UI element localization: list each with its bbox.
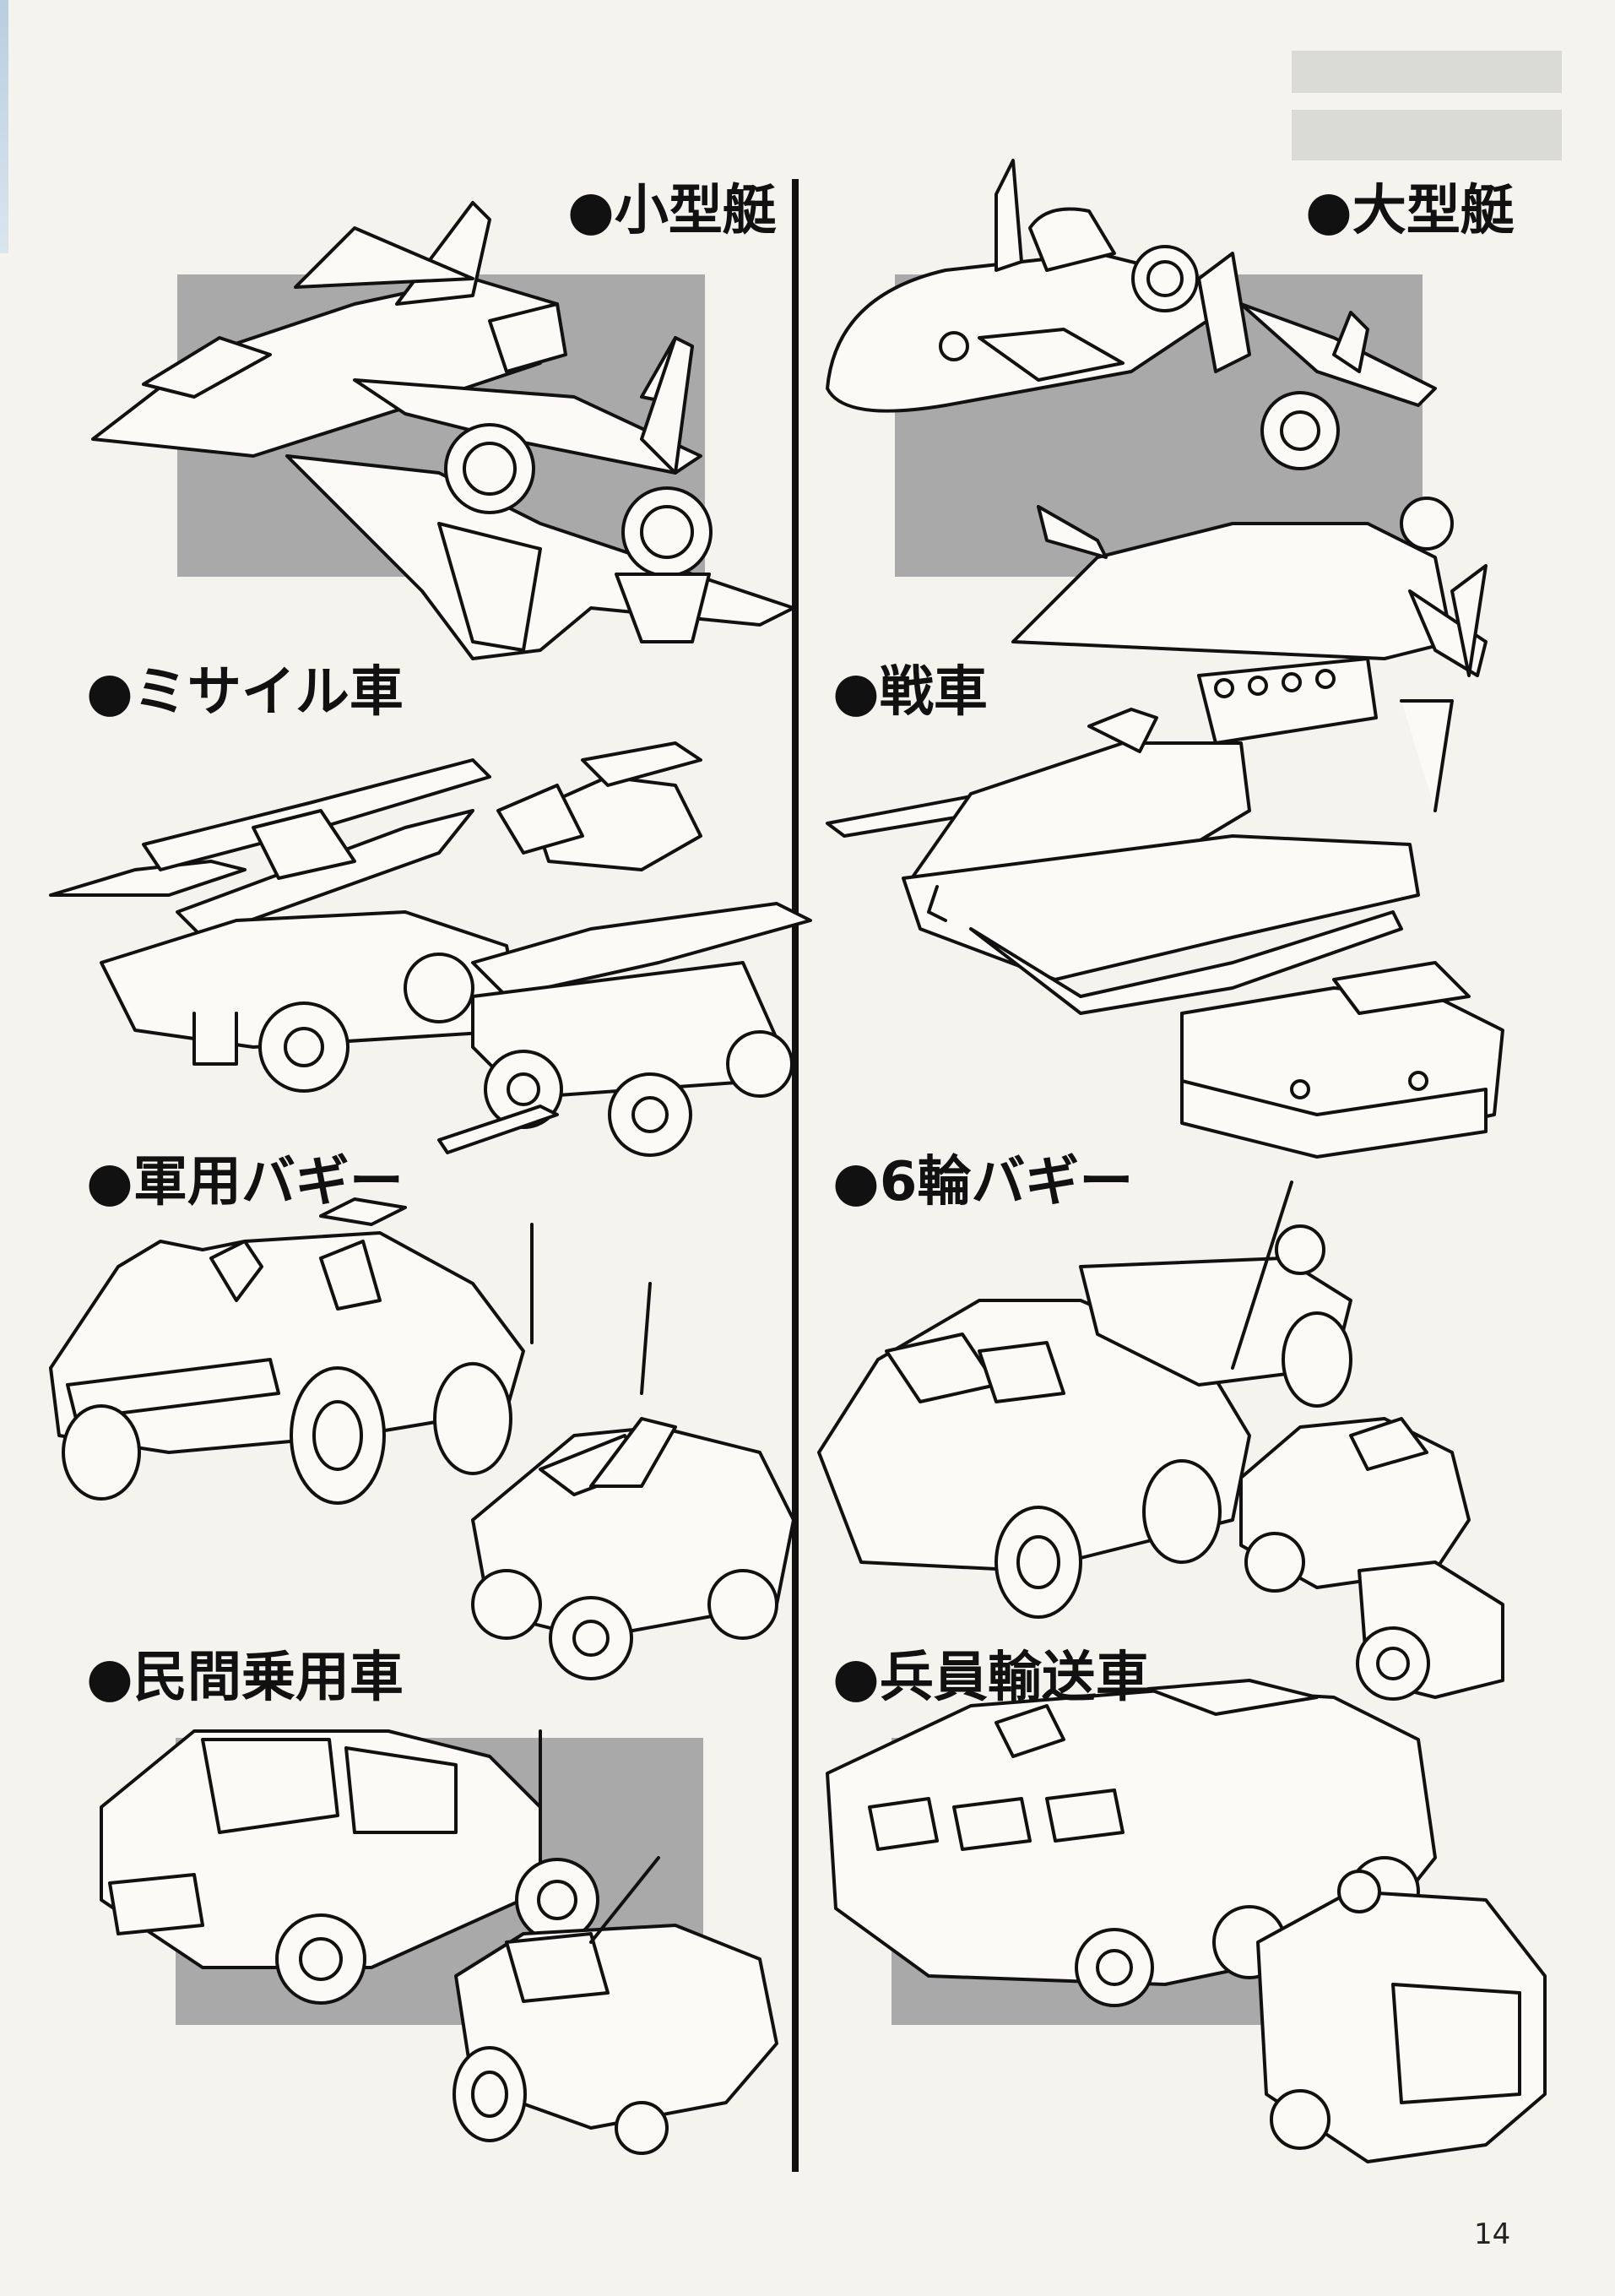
missile-car-vehicle-left	[49, 758, 525, 1093]
six-wheel-buggy-main	[817, 1181, 1352, 1619]
label-civilian-car: ●民間乗用車	[86, 1647, 404, 1709]
civilian-car-small	[453, 1856, 778, 2155]
tank-small	[1180, 961, 1504, 1159]
missile-car-vehicle-right	[437, 902, 812, 1157]
six-wheel-buggy-small	[1239, 1417, 1504, 1701]
bleed-through-logo	[1292, 51, 1562, 160]
civilian-car-main	[100, 1729, 599, 2005]
label-personnel-carrier: ●兵員輸送車	[832, 1647, 1150, 1709]
large-boat-ship-lower	[1011, 391, 1488, 677]
label-six-wheel-buggy: ●6輪バギー	[832, 1151, 1134, 1213]
page-edge-strip	[0, 0, 8, 253]
personnel-carrier-small	[1256, 1870, 1547, 2163]
military-buggy-main	[49, 1197, 534, 1505]
label-tank: ●戦車	[832, 661, 988, 724]
column-divider	[792, 179, 799, 2172]
small-boat-jet-lower	[285, 336, 795, 660]
label-large-boat: ●大型艇	[1305, 180, 1515, 242]
missile-car-turret	[496, 741, 702, 871]
label-missile-car: ●ミサイル車	[86, 661, 404, 724]
tank-main	[826, 657, 1454, 1015]
military-buggy-small	[471, 1282, 795, 1680]
page-number: 14	[1474, 2217, 1511, 2251]
large-boat-ship-upper	[826, 159, 1437, 413]
label-small-boat: ●小型艇	[567, 180, 777, 242]
label-military-buggy: ●軍用バギー	[86, 1151, 404, 1213]
small-boat-jet-upper	[91, 201, 702, 475]
